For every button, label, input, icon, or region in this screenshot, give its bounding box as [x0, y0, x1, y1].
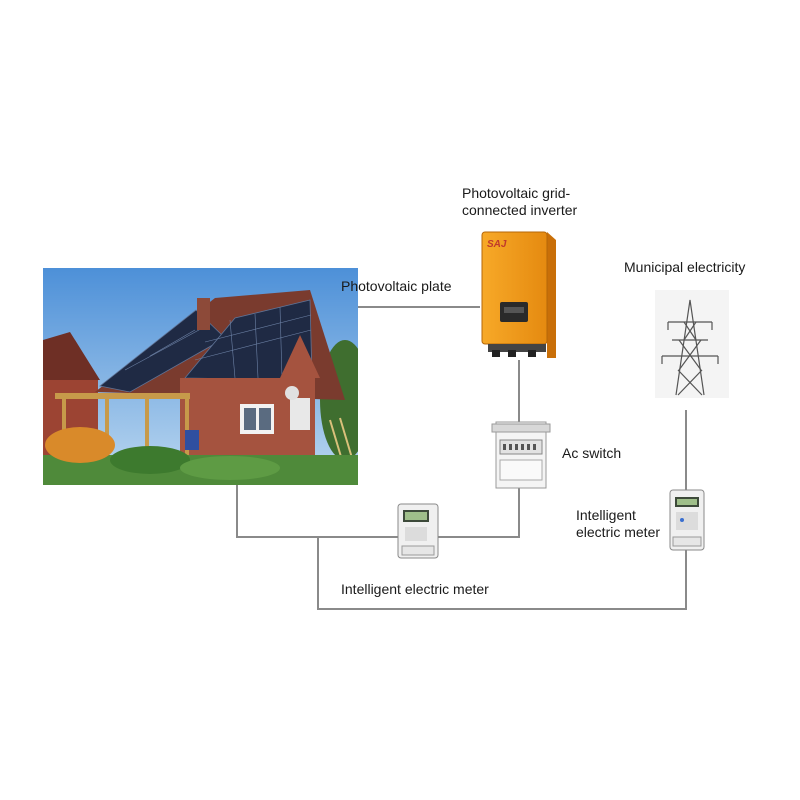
inverter-label-line1: Photovoltaic grid- — [462, 185, 571, 201]
municipal-electricity-label: Municipal electricity — [624, 259, 746, 275]
house-photo — [43, 268, 358, 485]
inverter-label-line2: connected inverter — [462, 202, 578, 218]
electric-meter-bottom — [397, 503, 439, 559]
electric-meter-right — [669, 489, 705, 551]
meter-right-label-line2: electric meter — [576, 524, 661, 540]
wire-meter-to-grid-meter — [317, 537, 687, 610]
meter-bottom-label: Intelligent electric meter — [341, 581, 489, 597]
ac-switch-label: Ac switch — [562, 445, 622, 461]
meter-right-label-line1: Intelligent — [576, 507, 636, 523]
inverter-device — [481, 231, 556, 358]
ac-switch-device — [491, 421, 551, 489]
transmission-tower-icon — [655, 290, 729, 398]
inverter-label: Photovoltaic grid- connected inverter — [462, 185, 577, 219]
wire-acswitch-to-house — [236, 485, 520, 538]
inverter-brand-logo: SAJ — [487, 239, 507, 250]
pv-plate-label: Photovoltaic plate — [341, 278, 452, 294]
wiring — [236, 306, 687, 610]
meter-right-label: Intelligent electric meter — [576, 507, 660, 541]
